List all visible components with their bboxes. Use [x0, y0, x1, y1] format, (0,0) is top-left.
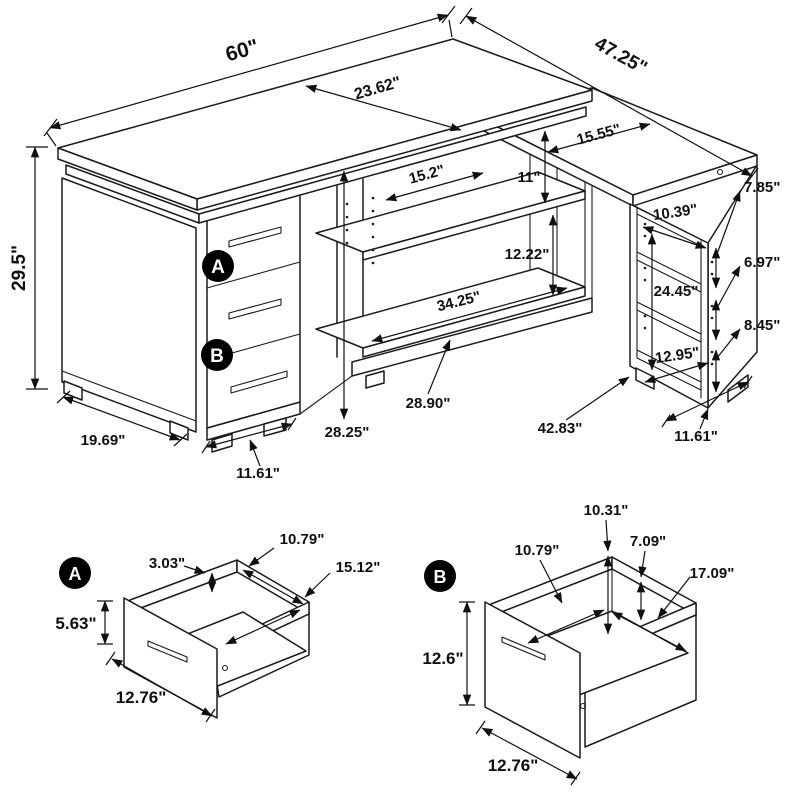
marker-b-badge: B [201, 339, 233, 371]
cam-hole [221, 664, 229, 672]
desk-left-panel [61, 177, 197, 433]
drawer-a-detail: A 5.63" 12.76" 3.03" 10.79" 15.12" [55, 531, 381, 723]
drawer-b-front-panel [484, 601, 581, 759]
dim-drawer-a-back-width: 10.79" [280, 531, 325, 548]
dim-drawer-a-front-width: 12.76" [116, 688, 167, 707]
dim-drawer-b-back-panel-height: 10.31" [584, 502, 629, 519]
drawer-handle [228, 226, 282, 248]
dim-return-length: 47.25" [591, 33, 651, 79]
dim-drawer-a-front-height: 5.63" [55, 614, 96, 633]
desk-foot [365, 370, 385, 389]
dim-drawer-a-side-length: 15.12" [336, 559, 381, 576]
dim-drawer-b-back-width: 10.79" [515, 542, 560, 559]
drawer-handle [230, 370, 288, 394]
bookcase-end-panel [707, 164, 758, 409]
dim-lower-shelf-height: 12.22" [505, 246, 550, 263]
dim-bookcase-middle-opening: 6.97" [744, 254, 780, 271]
marker-a-label: A [211, 257, 225, 278]
dim-pedestal-depth: 19.69" [81, 432, 126, 449]
dim-bookcase-top-opening: 7.85" [744, 179, 780, 196]
dim-drawer-b-side-length: 17.09" [690, 565, 735, 582]
dim-drawer-b-front-width: 12.76" [488, 756, 539, 775]
drawer-b-detail: B 12.6" 12.76" 10.31" 7.09" 10.79" 17.09… [422, 502, 735, 786]
marker-b-badge-detail: B [424, 560, 456, 592]
drawer-a-marker: A [69, 564, 82, 584]
dim-desk-height: 29.5" [9, 245, 30, 291]
dim-upper-shelf-height: 11" [518, 169, 541, 186]
marker-b-label: B [210, 346, 224, 367]
dim-bookcase-top-shelf-width: 10.39" [652, 201, 699, 224]
dim-drawer-b-front-height: 12.6" [422, 649, 463, 668]
dim-bookcase-interior-height: 24.45" [654, 283, 699, 300]
dim-bookcase-bottom-opening: 8.45" [744, 317, 780, 334]
dim-bookcase-depth: 11.61" [674, 428, 718, 445]
marker-a-badge: A [202, 250, 234, 282]
dim-pedestal-width: 11.61" [236, 465, 280, 482]
drawer-b-handle [501, 636, 546, 661]
dim-drawer-b-support-height: 7.09" [630, 533, 666, 550]
main-assembly-view: A B 60" 47.25" 23.62" 29.5" 15.55" 15.2"… [9, 5, 780, 482]
drawer-handle [228, 298, 282, 320]
dim-upper-shelf-width: 15.2" [407, 162, 446, 188]
dim-drawer-a-rail-height: 3.03" [149, 555, 185, 572]
dim-return-base-length: 42.83" [538, 420, 583, 437]
dim-bookcase-bottom-shelf-width: 12.95" [654, 344, 701, 367]
dim-clearance-height: 28.25" [325, 424, 370, 441]
marker-a-badge-detail: A [59, 557, 91, 589]
dim-base-width: 28.90" [406, 395, 451, 412]
drawer-b-marker: B [434, 567, 447, 587]
dim-main-length: 60" [223, 35, 261, 66]
cam-hole [579, 702, 587, 710]
